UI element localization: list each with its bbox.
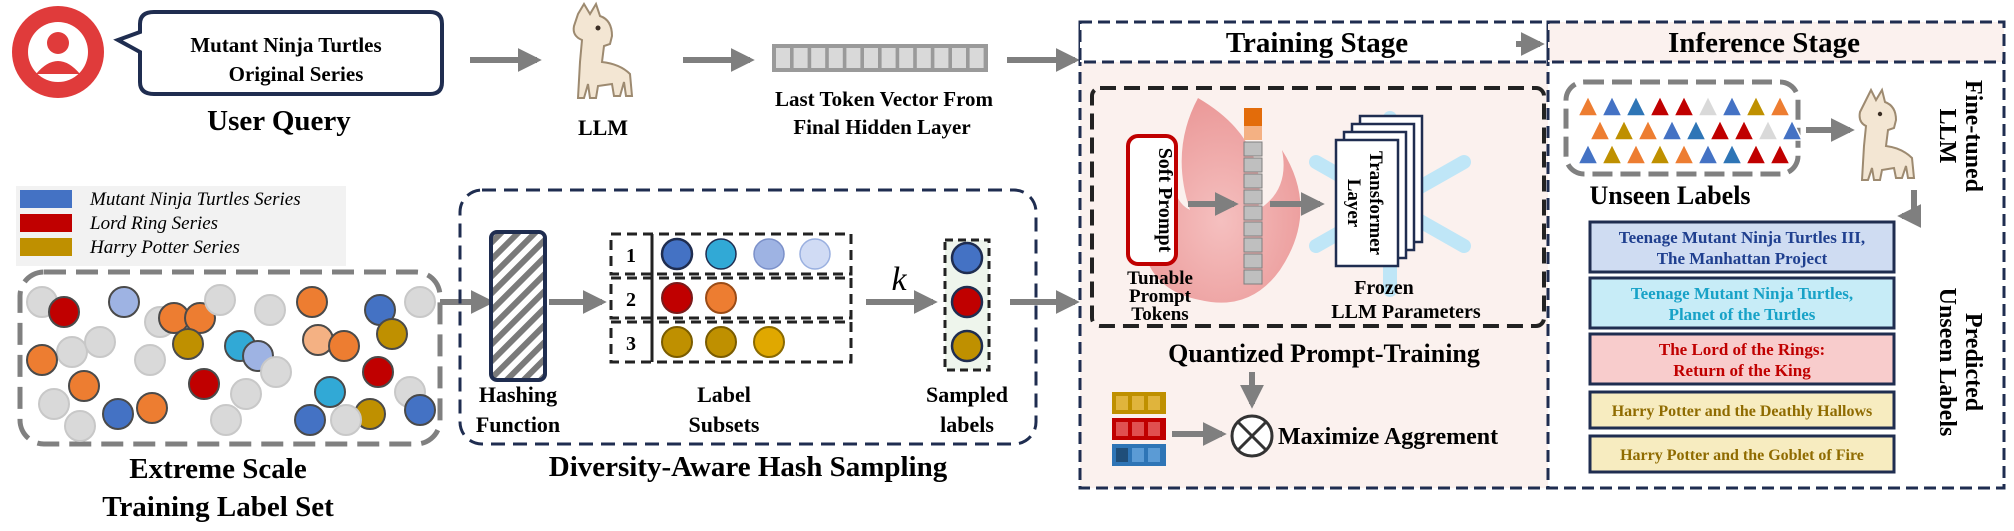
quantized-codes xyxy=(1112,392,1166,466)
legend-label-lotr: Lord Ring Series xyxy=(89,213,218,234)
prediction-1-line2: The Manhattan Project xyxy=(1657,249,1828,268)
subsets-line1: Label xyxy=(697,382,751,407)
inference-title-bar xyxy=(1546,20,2006,64)
legend-label-turtles: Mutant Ninja Turtles Series xyxy=(89,189,301,210)
finetuned-llama-icon xyxy=(1858,87,1916,181)
soft-prompt-label: Soft Prompt xyxy=(1154,148,1176,253)
subset-row-1: 1 xyxy=(626,245,636,267)
prediction-1-line1: Teenage Mutant Ninja Turtles III, xyxy=(1619,228,1865,247)
tunable-line1: Tunable xyxy=(1127,268,1193,289)
quantized-label: Quantized Prompt-Training xyxy=(1168,339,1480,368)
prediction-list: Teenage Mutant Ninja Turtles III, The Ma… xyxy=(1588,220,1896,474)
unseen-labels-caption: Unseen Labels xyxy=(1589,181,1750,210)
training-stage-title: Training Stage xyxy=(1226,27,1408,59)
soft-prompt-box xyxy=(1126,134,1178,266)
prediction-box-5 xyxy=(1588,434,1896,474)
prompt-training-box xyxy=(1090,86,1546,328)
unseen-label-triangles xyxy=(1576,94,1804,165)
legend: Mutant Ninja Turtles Series Lord Ring Se… xyxy=(16,186,346,266)
query-bubble xyxy=(113,10,444,96)
transformer-layers xyxy=(1334,114,1424,268)
prediction-5-line1: Harry Potter and the Goblet of Fire xyxy=(1620,447,1864,464)
prompt-token-stack xyxy=(1243,108,1263,285)
finetuned-line2: LLM xyxy=(1934,109,1960,164)
legend-label-hp: Harry Potter Series xyxy=(89,237,240,258)
prediction-box-2 xyxy=(1588,276,1896,330)
legend-swatch-hp xyxy=(20,238,72,256)
tunable-line3: Tokens xyxy=(1131,304,1188,325)
prediction-2-line2: Planet of the Turtles xyxy=(1669,305,1816,324)
finetuned-line1: Fine-tuned xyxy=(1960,80,1986,193)
sampled-line1: Sampled xyxy=(926,382,1008,407)
subsets-line2: Subsets xyxy=(689,412,760,437)
frozen-line2: LLM Parameters xyxy=(1331,301,1481,323)
otimes-icon xyxy=(1230,414,1274,458)
token-vector-line2: Final Hidden Layer xyxy=(793,115,970,139)
label-set-box xyxy=(17,269,443,447)
transformer-line1: Transformer xyxy=(1365,151,1386,256)
maximize-label: Maximize Aggrement xyxy=(1278,424,1498,450)
token-vector-line1: Last Token Vector From xyxy=(775,87,994,111)
tunable-line2: Prompt xyxy=(1129,286,1192,307)
label-set-line1: Extreme Scale xyxy=(129,453,307,485)
subset-balls xyxy=(660,237,831,358)
query-line1: Mutant Ninja Turtles xyxy=(190,33,381,57)
frozen-line1: Frozen xyxy=(1354,277,1414,299)
query-line2: Original Series xyxy=(229,62,364,86)
hashing-line1: Hashing xyxy=(479,382,557,407)
sampled-labels xyxy=(943,238,991,372)
subset-row-3: 3 xyxy=(626,333,636,355)
subset-row-2: 2 xyxy=(626,289,636,311)
predicted-line1: Predicted xyxy=(1960,313,1986,412)
inference-stage-title: Inference Stage xyxy=(1668,27,1860,59)
legend-swatch-lotr xyxy=(20,214,72,232)
prediction-2-line1: Teenage Mutant Ninja Turtles, xyxy=(1631,284,1853,303)
user-avatar xyxy=(12,6,104,98)
hashing-line2: Function xyxy=(476,412,560,437)
prediction-3-line2: Return of the King xyxy=(1673,361,1811,380)
arrow-llm-predictions xyxy=(1897,190,1922,228)
hashing-function-icon xyxy=(489,230,547,382)
prediction-4-line1: Harry Potter and the Deathly Hallows xyxy=(1612,403,1873,420)
transformer-line2: Layer xyxy=(1343,179,1364,228)
legend-swatch-turtles xyxy=(20,190,72,208)
prediction-box-4 xyxy=(1588,390,1896,430)
llm-caption: LLM xyxy=(578,115,628,140)
hash-sampling-box xyxy=(458,188,1038,446)
label-set-line2: Training Label Set xyxy=(102,491,334,523)
hash-sampling-title: Diversity-Aware Hash Sampling xyxy=(549,451,948,483)
prediction-box-3 xyxy=(1588,332,1896,386)
prediction-3-line1: The Lord of the Rings: xyxy=(1659,340,1825,359)
predicted-line2: Unseen Labels xyxy=(1934,288,1960,437)
label-subsets-table xyxy=(609,232,853,364)
prediction-box-1 xyxy=(1588,220,1896,274)
token-vector xyxy=(772,44,988,72)
user-query-caption: User Query xyxy=(207,105,351,137)
sampled-line2: labels xyxy=(940,412,994,437)
k-symbol: k xyxy=(891,261,907,298)
llama-icon xyxy=(572,1,634,99)
label-set-balls xyxy=(26,284,436,442)
unseen-labels-box xyxy=(1563,79,1801,177)
